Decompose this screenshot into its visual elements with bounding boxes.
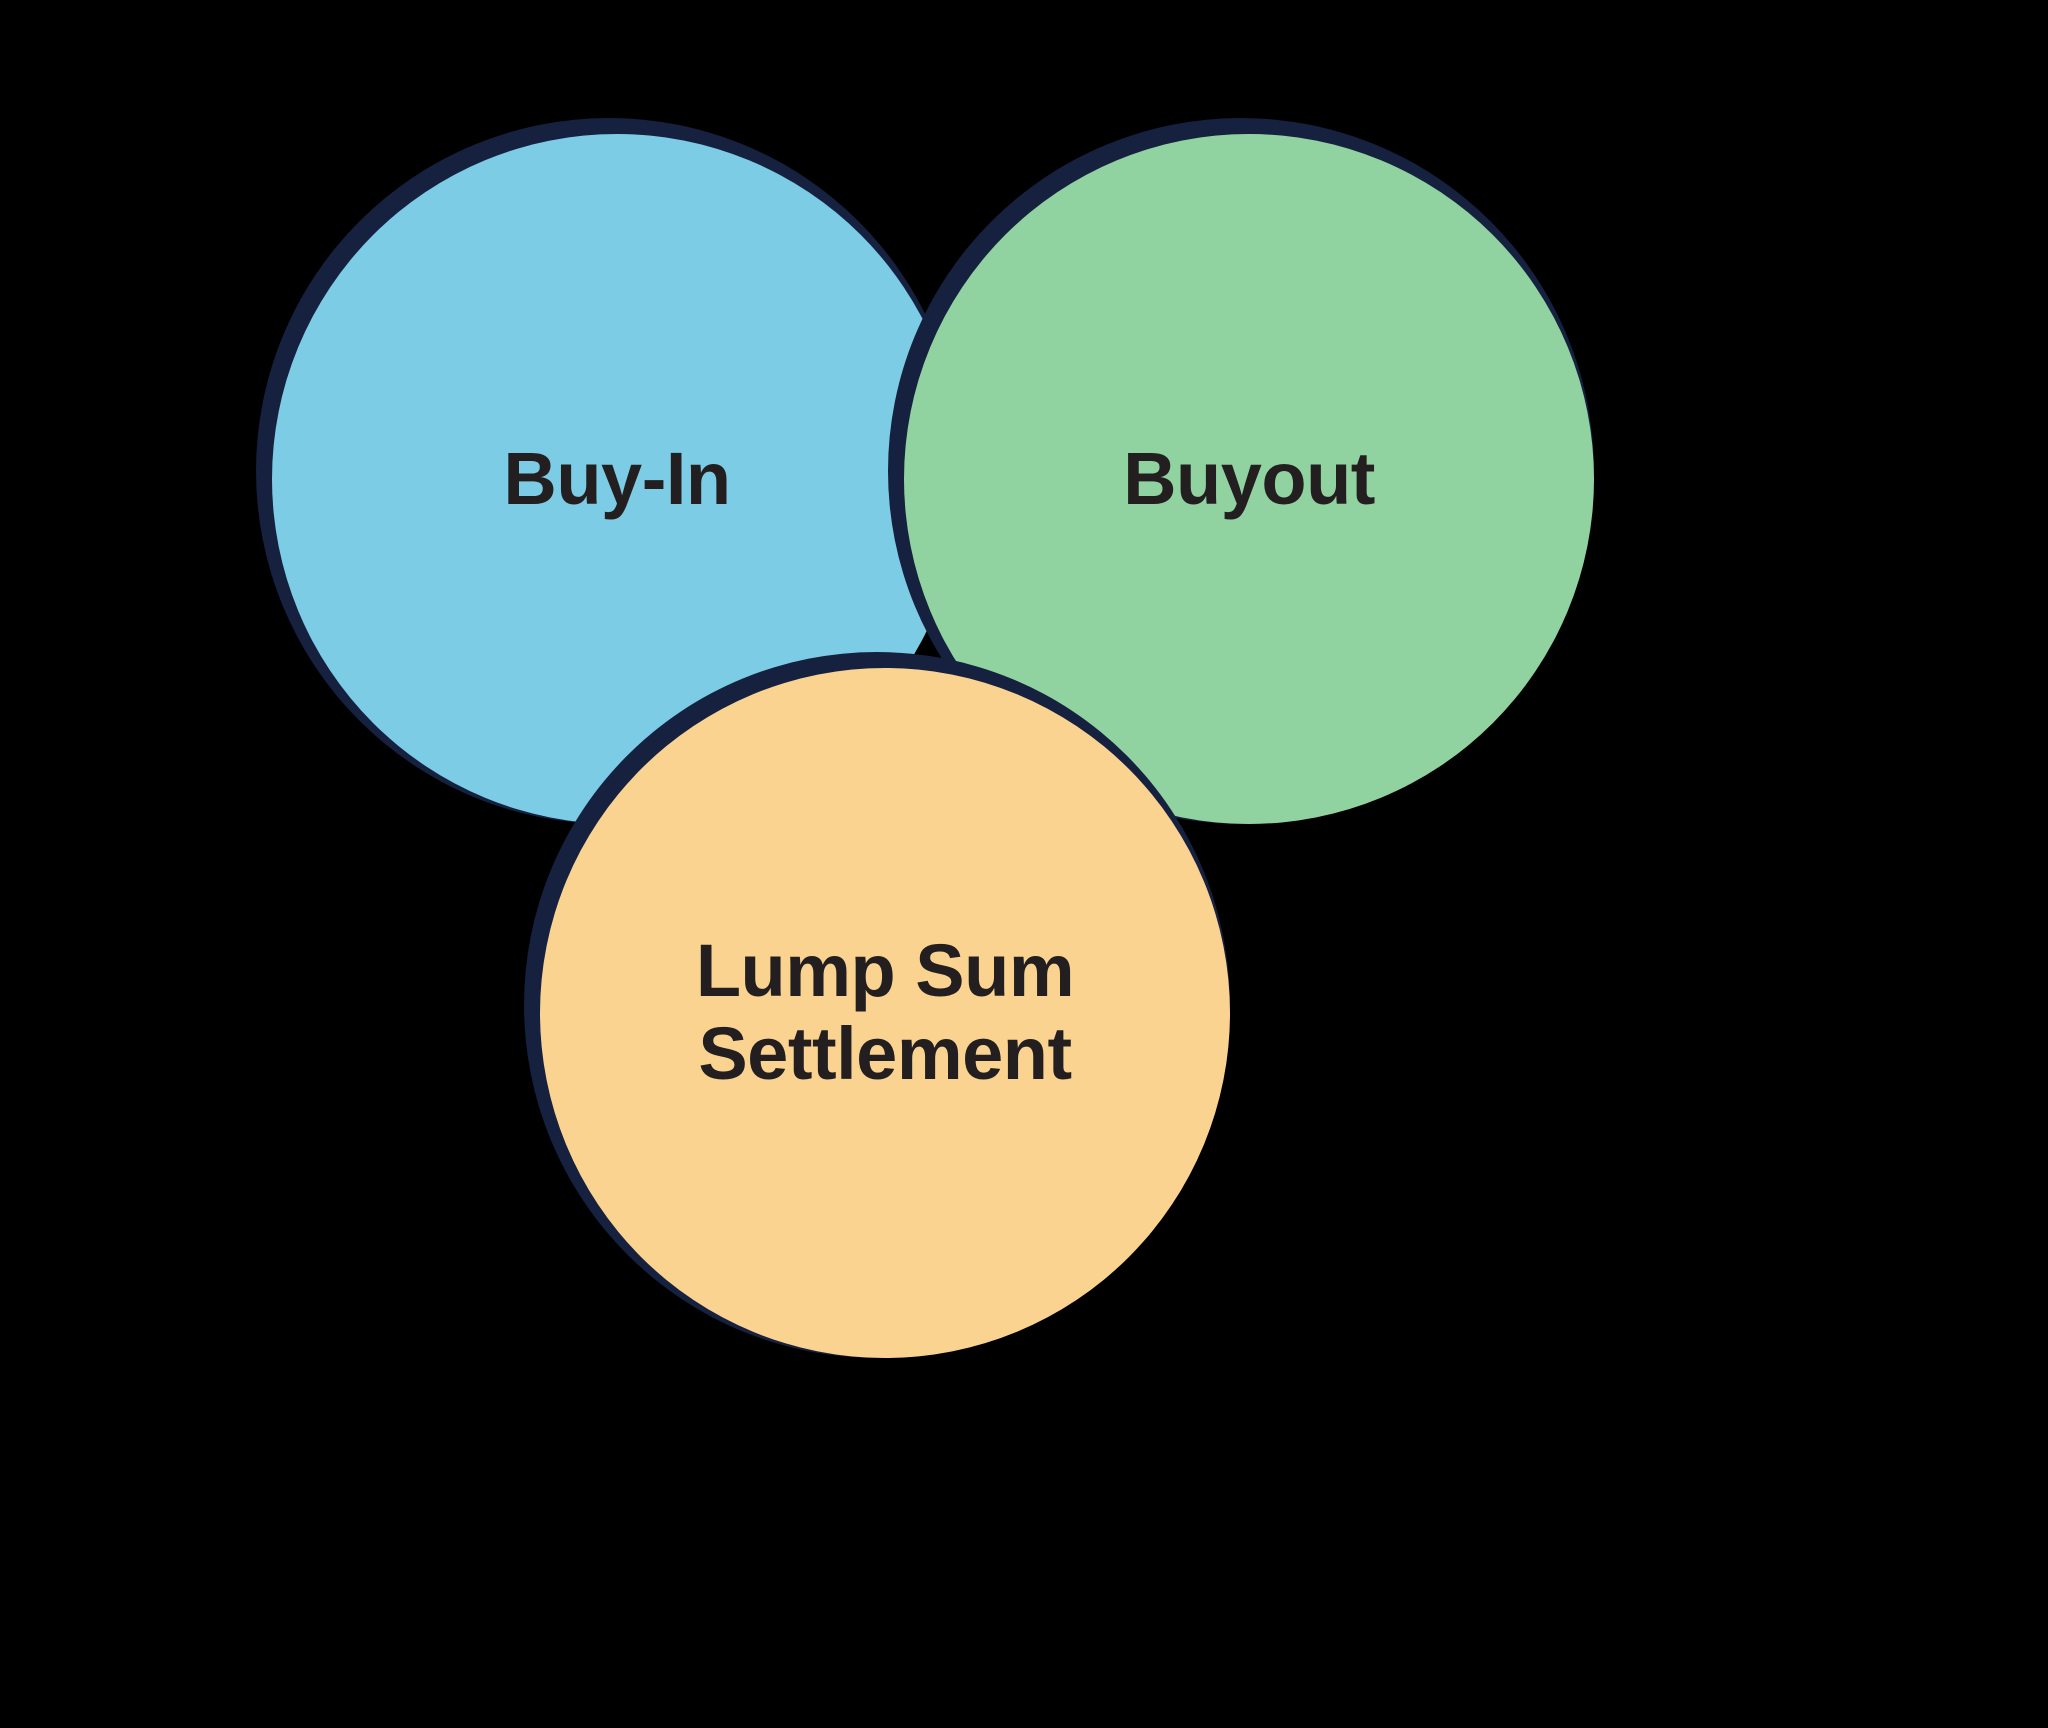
circle-label-lump-sum-settlement: Lump Sum Settlement: [695, 929, 1075, 1095]
circle-fill-lump-sum-settlement[interactable]: Lump Sum Settlement: [540, 668, 1230, 1358]
circle-label-buyout: Buyout: [1123, 436, 1375, 520]
circle-node-lump-sum-settlement[interactable]: Lump Sum Settlement: [524, 652, 1230, 1358]
circle-label-buy-in: Buy-In: [503, 436, 731, 520]
circle-node-buy-in[interactable]: Buy-In: [256, 118, 962, 824]
